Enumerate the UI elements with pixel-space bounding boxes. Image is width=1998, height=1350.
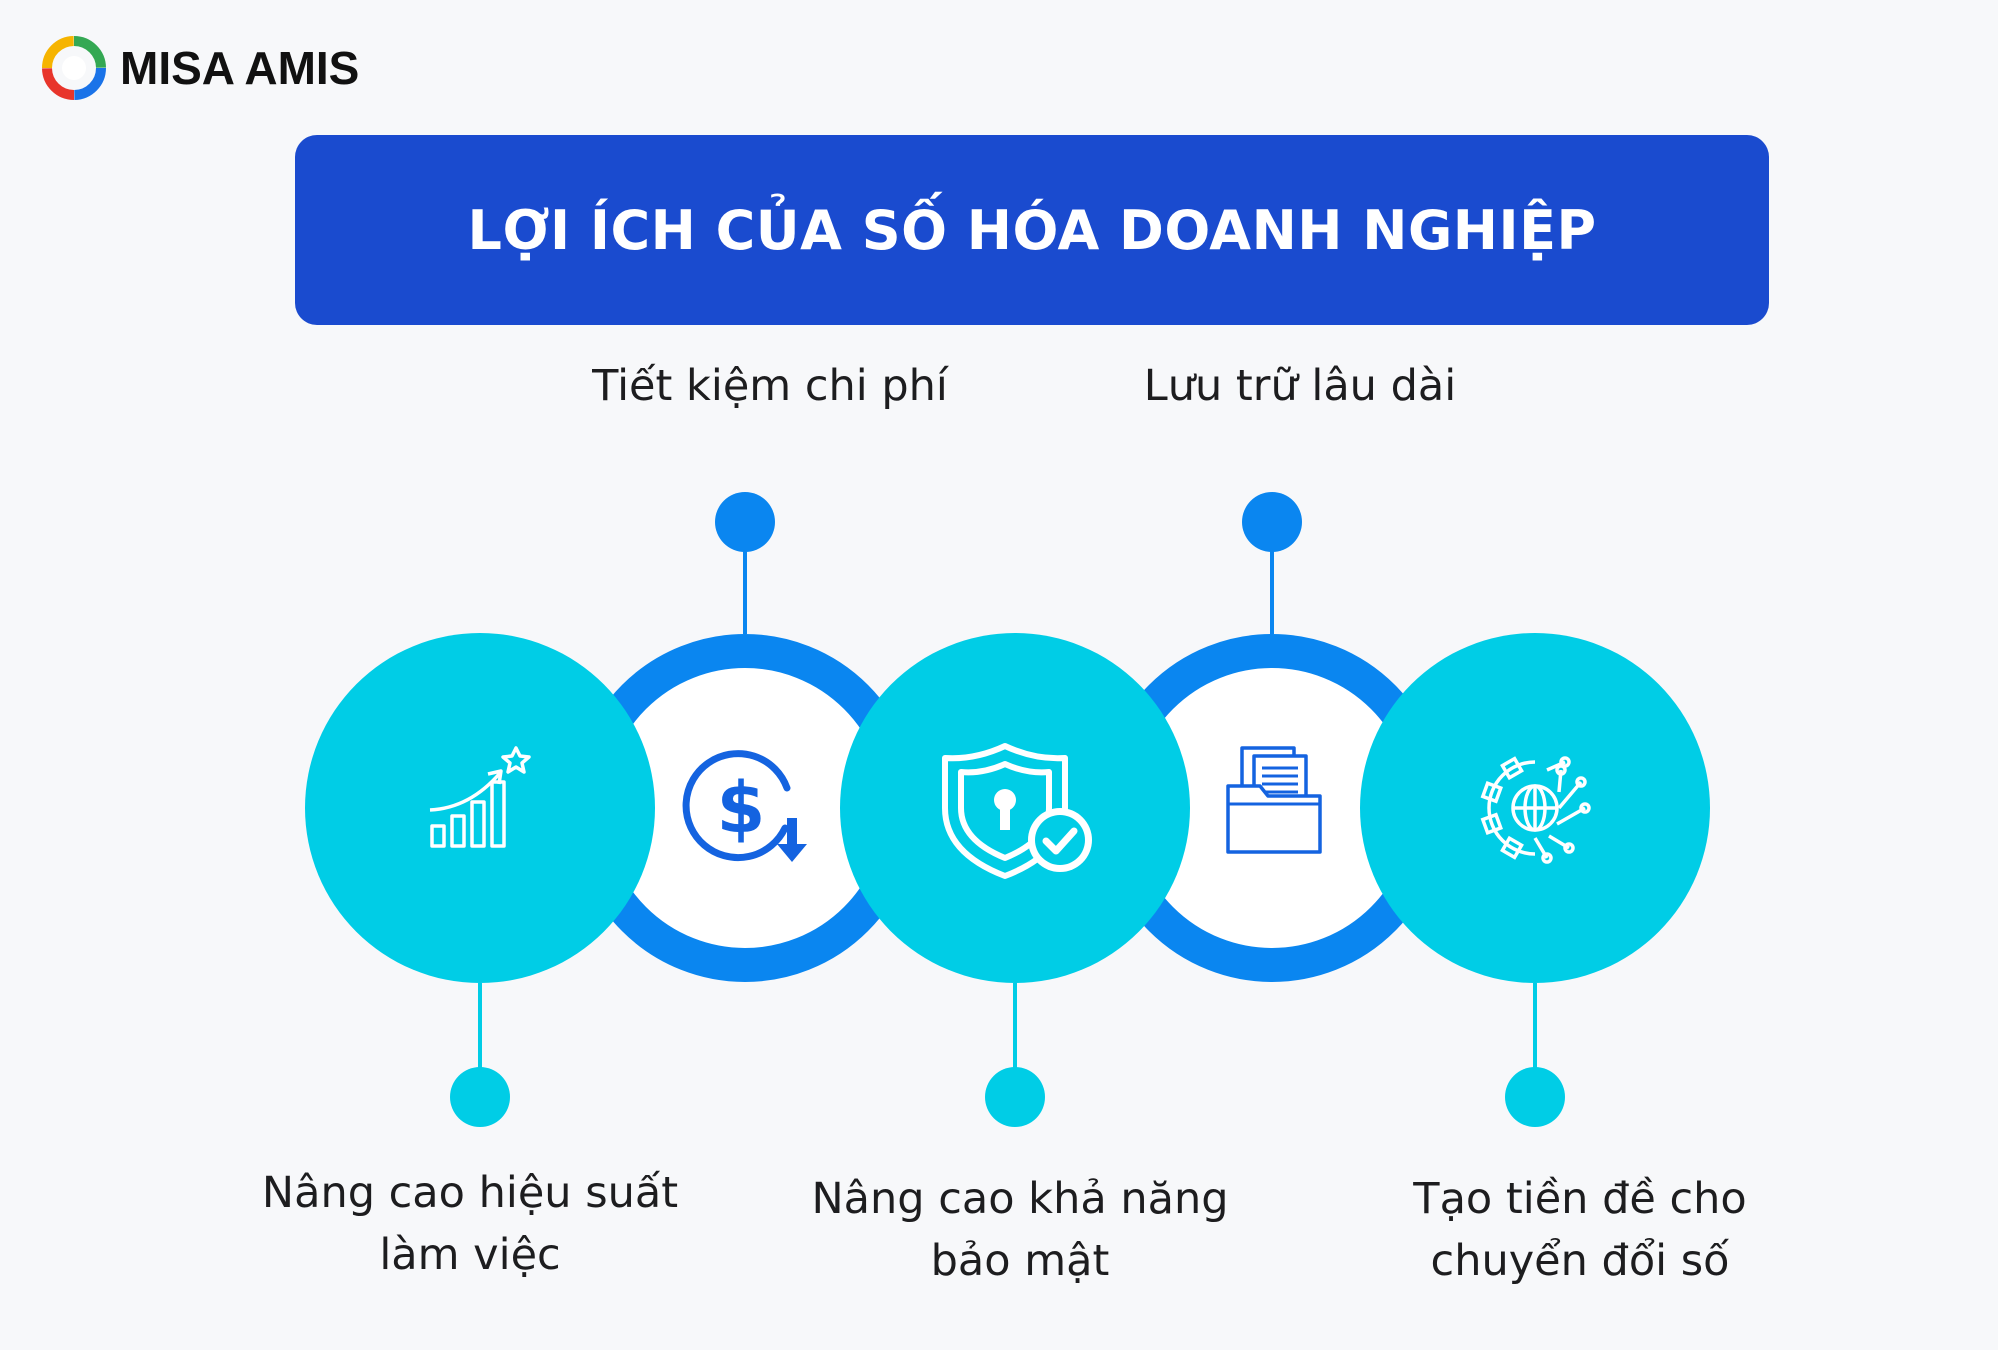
benefit-label-3: Lưu trữ lâu dài bbox=[1090, 355, 1510, 417]
benefit-label-line: Lưu trữ lâu dài bbox=[1143, 361, 1457, 411]
brand-name: MISA AMIS bbox=[120, 42, 360, 94]
benefit-label-line: Tiết kiệm chi phí bbox=[592, 361, 948, 411]
svg-text:$: $ bbox=[717, 767, 766, 849]
connector-dot-4 bbox=[1505, 1067, 1565, 1127]
chart-growth-icon bbox=[429, 746, 531, 848]
page-title: LỢI ÍCH CỦA SỐ HÓA DOANH NGHIỆP bbox=[467, 198, 1597, 262]
icons-layer: $ bbox=[429, 743, 1591, 879]
benefit-label-0: Nâng cao hiệu suất làm việc bbox=[260, 1162, 680, 1286]
connector-dot-3 bbox=[1242, 492, 1302, 552]
benefit-label-line: làm việc bbox=[379, 1230, 561, 1280]
connector-dot-2 bbox=[985, 1067, 1045, 1127]
benefit-label-4: Tạo tiền đề cho chuyển đổi số bbox=[1370, 1168, 1790, 1292]
benefit-label-1: Tiết kiệm chi phí bbox=[560, 355, 980, 417]
folder-documents-icon bbox=[1226, 746, 1322, 854]
benefit-label-line: Nâng cao khả năng bbox=[811, 1174, 1229, 1224]
title-banner: LỢI ÍCH CỦA SỐ HÓA DOANH NGHIỆP bbox=[295, 135, 1769, 325]
benefit-label-line: Tạo tiền đề cho bbox=[1413, 1174, 1747, 1224]
benefit-label-line: Nâng cao hiệu suất bbox=[261, 1168, 679, 1218]
filled-circle-0 bbox=[305, 633, 655, 983]
filled-circle-2 bbox=[840, 633, 1190, 983]
benefit-label-line: bảo mật bbox=[930, 1236, 1110, 1286]
connectors-layer bbox=[450, 492, 1565, 1127]
connector-dot-0 bbox=[450, 1067, 510, 1127]
gear-globe-icon bbox=[1480, 756, 1591, 864]
benefit-label-2: Nâng cao khả năng bảo mật bbox=[810, 1168, 1230, 1292]
connector-dot-1 bbox=[715, 492, 775, 552]
shield-check-icon bbox=[942, 743, 1092, 879]
misa-logo-icon bbox=[42, 36, 106, 100]
benefit-label-line: chuyển đổi số bbox=[1430, 1236, 1730, 1286]
dollar-down-icon: $ bbox=[682, 750, 807, 862]
brand-logo: MISA AMIS bbox=[42, 36, 359, 100]
